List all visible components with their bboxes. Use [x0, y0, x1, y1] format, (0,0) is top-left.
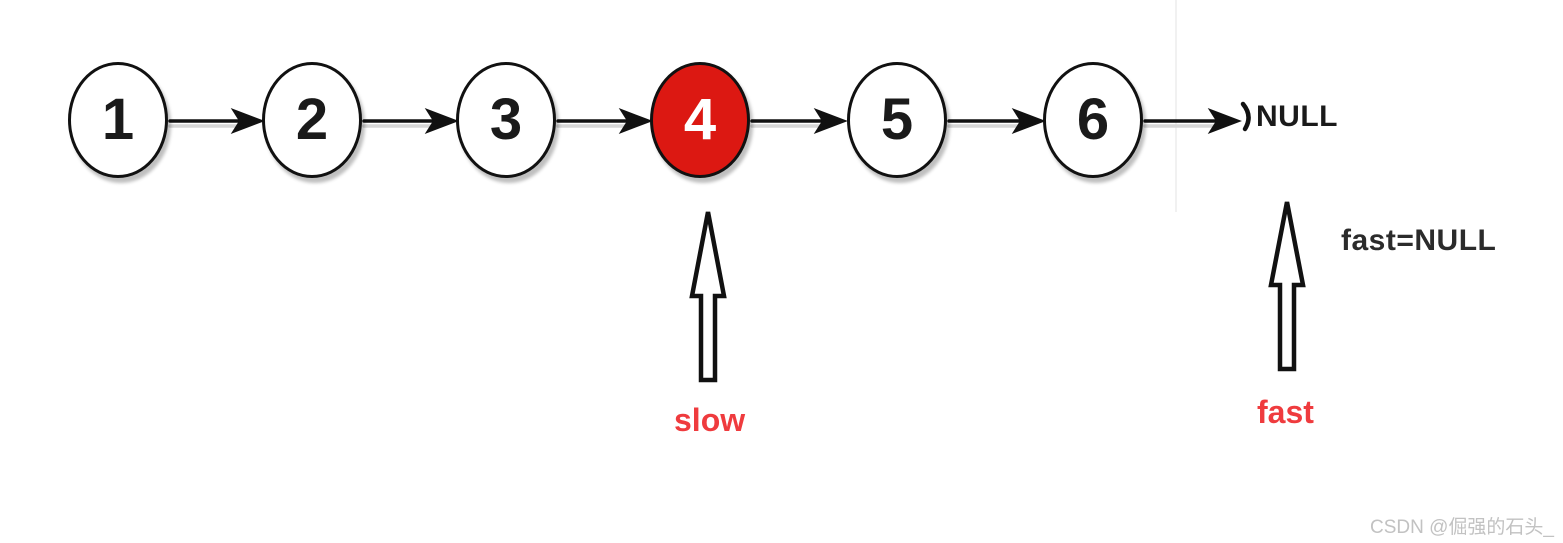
node-value: 6 [1076, 87, 1110, 152]
arrow-node6-null [1143, 108, 1242, 134]
node-value: 5 [880, 87, 914, 152]
erased-node-remnant-arc [1240, 101, 1251, 132]
list-node-5: 5 [847, 62, 947, 178]
arrow-node1-node2 [168, 108, 265, 134]
arrow-node3-node4 [556, 108, 653, 134]
fast-pointer-arrow [1268, 201, 1306, 372]
arrow-node5-node6 [947, 108, 1046, 134]
slow-pointer-arrow [689, 211, 727, 383]
arrow-node2-node3 [362, 108, 459, 134]
fast-equals-null-annotation: fast=NULL [1341, 224, 1497, 257]
list-node-1: 1 [68, 62, 168, 178]
list-node-3: 3 [456, 62, 556, 178]
list-node-2: 2 [262, 62, 362, 178]
node-value: 4 [683, 87, 717, 152]
node-value: 2 [295, 87, 329, 152]
arrow-node4-node5 [750, 108, 848, 134]
fast-pointer-label: fast [1257, 394, 1314, 430]
slow-pointer-label: slow [674, 402, 746, 438]
list-node-6: 6 [1043, 62, 1143, 178]
list-node-4-highlighted: 4 [650, 62, 750, 178]
null-terminal-label: NULL [1256, 100, 1338, 133]
node-value: 1 [101, 87, 135, 152]
node-value: 3 [489, 87, 523, 152]
csdn-watermark: CSDN @倔强的石头_ [1370, 517, 1554, 538]
